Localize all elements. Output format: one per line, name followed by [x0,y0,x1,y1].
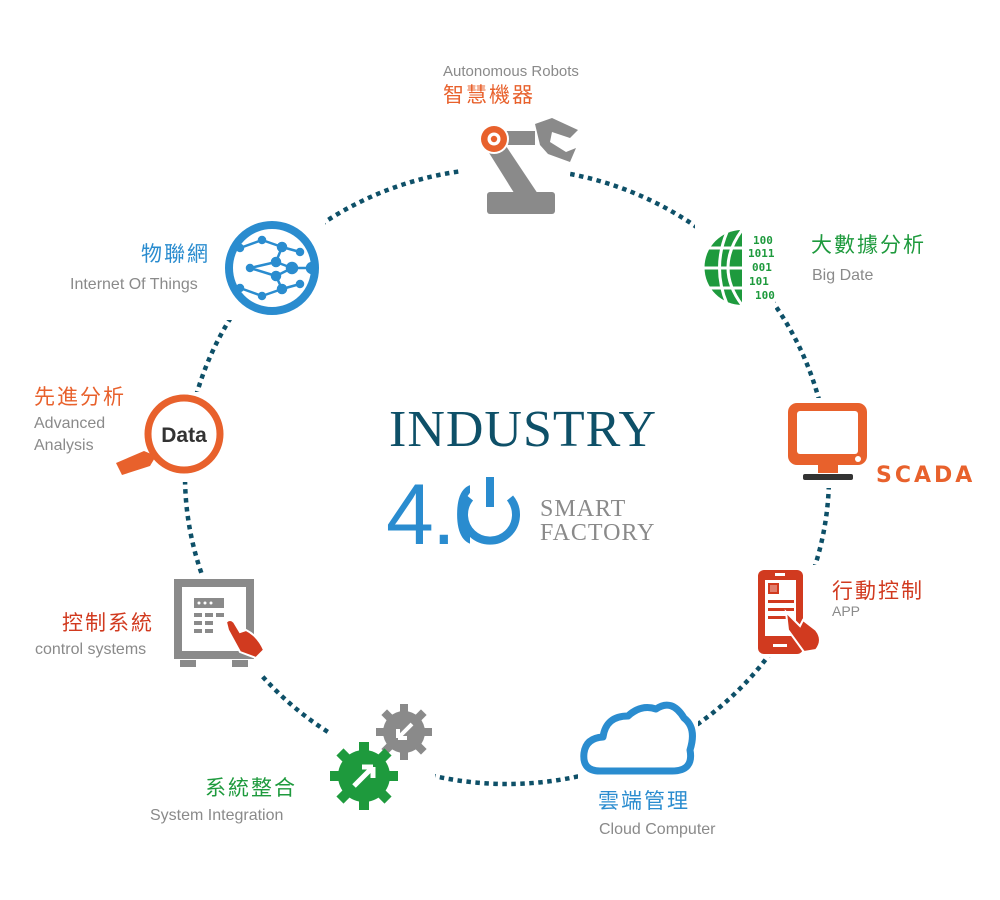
gears-icon [330,700,435,810]
binary-line: 101 [749,275,769,288]
control-zh-label: 控制系統 [62,611,154,635]
iot-en-label: Internet Of Things [70,276,198,293]
bigdata-en-label: Big Date [812,267,874,284]
robots-zh-label: 智慧機器 [443,83,535,107]
gray-gear-icon [376,704,432,760]
smartphone-touch-icon [755,565,827,657]
integration-en-label: System Integration [150,807,284,824]
cloud-icon [578,700,698,780]
bigdata-zh-label: 大數據分析 [811,233,926,257]
binary-line: 100 [753,234,773,247]
smart-label: SMART [540,496,627,522]
power-icon [460,477,520,545]
industry-title: INDUSTRY [389,401,658,458]
scada-label: SCADA [876,463,976,488]
app-zh-label: 行動控制 [832,579,924,603]
cloud-en-label: Cloud Computer [599,821,716,838]
green-gear-icon [330,742,398,810]
control-en-label: control systems [35,641,147,658]
version-text: 4.0 [386,467,470,563]
factory-label: FACTORY [540,520,656,546]
network-globe-icon [220,220,325,320]
cloud-zh-label: 雲端管理 [598,789,690,813]
app-en-label: APP [832,603,861,619]
robot-arm-icon [460,110,578,220]
analysis-zh-label: 先進分析 [34,385,126,409]
magnifier-data-icon: Data [112,392,230,482]
monitor-icon [784,398,874,488]
binary-line: 001 [752,261,772,274]
integration-zh-label: 系統整合 [205,776,297,800]
analysis-en-label-1: Advanced [34,415,106,432]
control-panel-icon [170,575,270,675]
binary-line: 100 [755,289,775,302]
iot-zh-label: 物聯網 [141,242,210,266]
binary-line: 1011 [748,247,775,260]
smart-factory-label: SMART FACTORY [540,497,655,545]
binary-globe-icon: 100 1011 001 101 100 [695,220,775,310]
magnifier-label: Data [161,424,207,447]
robots-en-label: Autonomous Robots [443,63,579,80]
analysis-en-label-2: Analysis [34,437,94,454]
version-number: 4.0 [386,466,470,586]
